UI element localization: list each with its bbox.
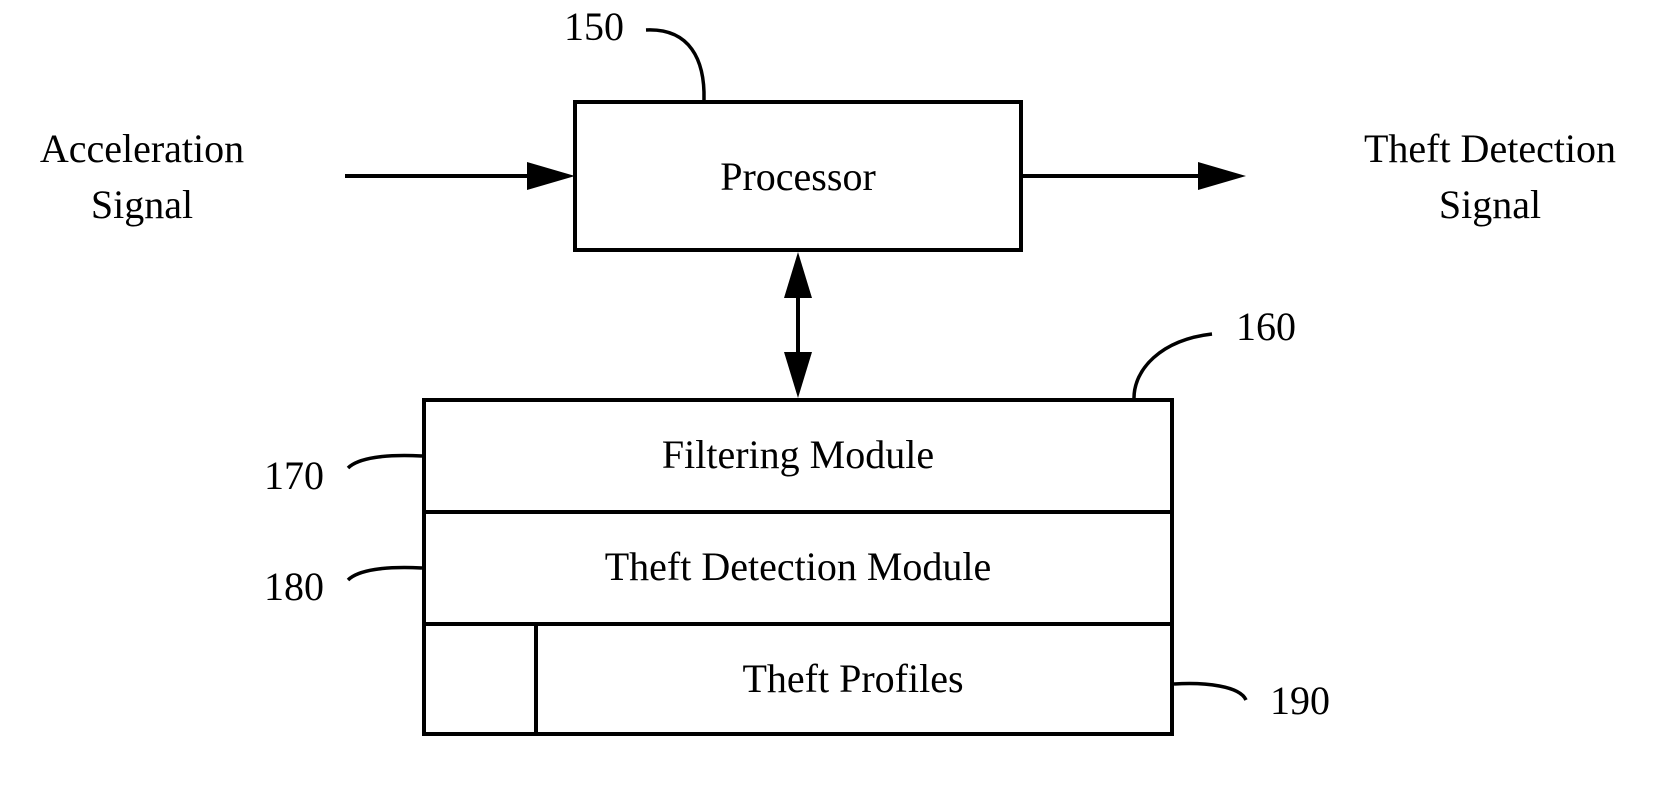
- filtering-module-label: Filtering Module: [662, 432, 934, 477]
- theft-detection-module-ref: 180: [264, 564, 324, 609]
- filtering-module-ref: 170: [264, 453, 324, 498]
- processor-ref-leader: [645, 28, 706, 101]
- theft-profiles-label: Theft Profiles: [742, 656, 963, 701]
- memory-ref-leader: [1132, 332, 1213, 399]
- input-arrow-head: [527, 162, 575, 190]
- theft-detection-module-label: Theft Detection Module: [605, 544, 992, 589]
- output-arrow-head: [1198, 162, 1246, 190]
- output-label-line2: Signal: [1439, 182, 1541, 227]
- bidirectional-arrow-head-down: [784, 352, 812, 398]
- output-label-line1: Theft Detection: [1364, 126, 1616, 171]
- memory-box: [422, 398, 1174, 736]
- theft-profiles-ref: 190: [1270, 678, 1330, 723]
- processor-label: Processor: [720, 154, 876, 199]
- input-label-line1: Acceleration: [40, 126, 244, 171]
- theft-detection-module-leader: [346, 565, 423, 582]
- theft-profiles-leader: [1173, 681, 1248, 701]
- bidirectional-arrow-head-up: [784, 252, 812, 298]
- processor-ref: 150: [564, 4, 624, 49]
- input-label-line2: Signal: [91, 182, 193, 227]
- memory-ref: 160: [1236, 304, 1296, 349]
- filtering-module-leader: [346, 453, 423, 470]
